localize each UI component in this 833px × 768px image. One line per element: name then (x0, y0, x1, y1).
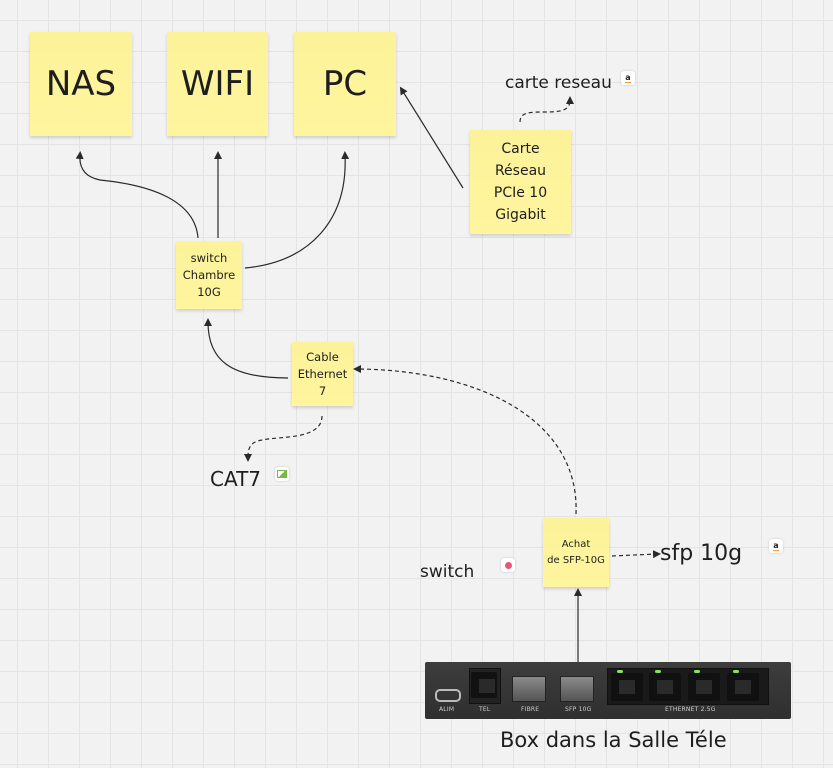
ethernet-port-2 (649, 673, 681, 701)
sticky-wifi[interactable]: WIFI (167, 32, 268, 136)
router-box-image[interactable]: ALIM TEL FIBRE SFP 10G ETHERNET 2.5G (425, 662, 791, 719)
sfp-10g-port (560, 676, 594, 702)
port-label-tel: TEL (479, 706, 491, 713)
label-sfp-10g[interactable]: sfp 10g (660, 541, 743, 566)
connector-carte-pc (399, 86, 464, 189)
ethernet-led-4 (733, 670, 739, 673)
ethernet-port-1 (611, 673, 643, 701)
image-icon-glyph (277, 470, 287, 478)
connector-achat-sfp (611, 550, 661, 559)
ethernet-port-3 (688, 673, 720, 701)
connector-switch-nas (75, 151, 199, 239)
sticky-carte-reseau[interactable]: Carte Réseau PCIe 10 Gigabit (470, 130, 571, 234)
connector-cable-switch (204, 318, 289, 379)
sticky-pc-text: PC (322, 64, 368, 104)
usb-c-port (435, 689, 461, 702)
image-icon[interactable] (275, 467, 289, 481)
label-cat7[interactable]: CAT7 (210, 467, 262, 491)
amazon-logo-a: a (773, 540, 779, 551)
port-label-fibre: FIBRE (521, 706, 540, 713)
amazon-icon[interactable]: a a (621, 71, 635, 85)
ethernet-led-2 (655, 670, 661, 673)
amazon-logo-a: a (625, 72, 631, 83)
port-label-alim: ALIM (439, 706, 455, 713)
sticky-achat-sfp[interactable]: Achat de SFP-10G (543, 518, 609, 587)
amazon-icon-sfp[interactable]: a (769, 539, 783, 553)
ethernet-port-4 (727, 673, 759, 701)
sticky-nas-text: NAS (45, 64, 117, 104)
tel-port (471, 672, 497, 698)
sticky-cable-ethernet-text: Cable Ethernet 7 (297, 349, 348, 398)
sticky-switch-chambre-text: switch Chambre 10G (182, 250, 236, 299)
sticky-wifi-text: WIFI (180, 64, 255, 104)
label-box[interactable]: Box dans la Salle Téle (500, 728, 727, 752)
label-switch[interactable]: switch (420, 562, 475, 582)
sticky-cable-ethernet[interactable]: Cable Ethernet 7 (292, 342, 353, 406)
label-carte-reseau[interactable]: carte reseau (505, 73, 612, 93)
connector-switch-pc (244, 151, 350, 269)
connector-carte-label (519, 96, 574, 123)
sticky-nas[interactable]: NAS (30, 32, 132, 136)
sticky-pc[interactable]: PC (294, 32, 396, 136)
ethernet-led-3 (694, 670, 700, 673)
connector-cable-cat7 (244, 415, 323, 462)
ethernet-led-1 (617, 670, 623, 673)
port-label-ethernet: ETHERNET 2.5G (665, 706, 716, 713)
connector-achat-cable (353, 365, 577, 515)
fibre-port (512, 676, 546, 702)
sticky-carte-reseau-text: Carte Réseau PCIe 10 Gigabit (493, 141, 548, 223)
flower-icon-glyph (504, 561, 512, 569)
sticky-achat-sfp-text: Achat de SFP-10G (547, 538, 605, 566)
flower-icon[interactable] (501, 558, 515, 572)
port-label-sfp-10g: SFP 10G (565, 706, 592, 713)
sticky-switch-chambre[interactable]: switch Chambre 10G (176, 241, 242, 309)
